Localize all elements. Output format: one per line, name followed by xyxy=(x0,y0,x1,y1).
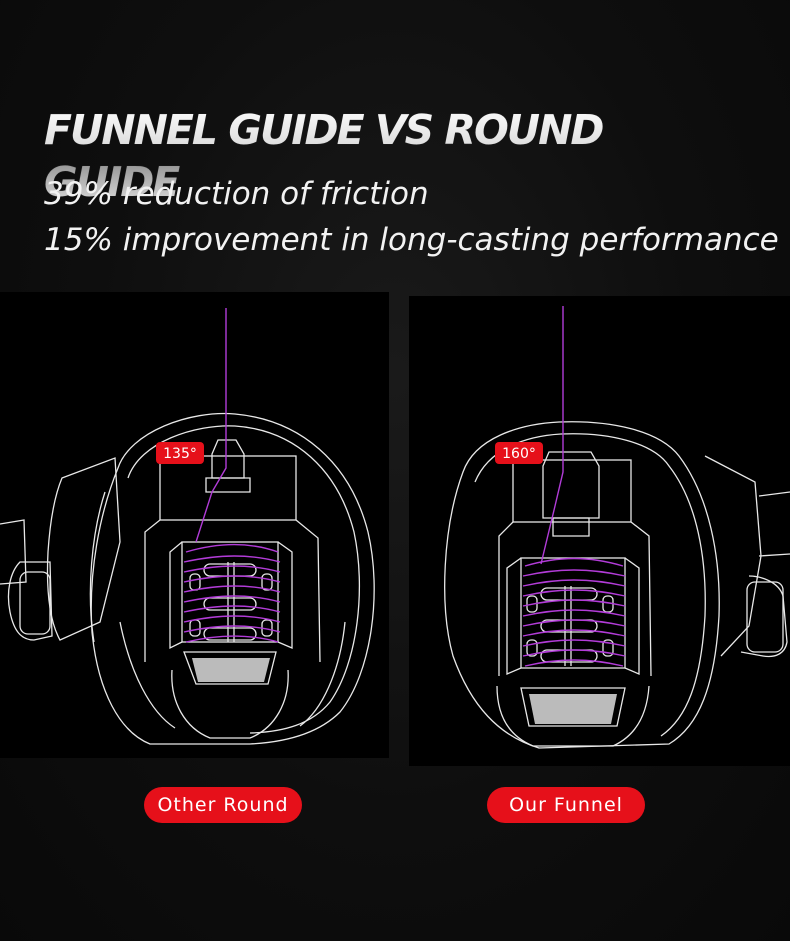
angle-value-round: 135° xyxy=(163,446,197,462)
funnel-guide-illustration: 160° xyxy=(409,296,790,766)
benefit-friction: 39% reduction of friction xyxy=(44,176,429,212)
round-guide-illustration: 135° xyxy=(0,292,389,758)
angle-badge-round xyxy=(156,442,204,464)
headline: FUNNEL GUIDE VS ROUND GUIDE xyxy=(44,104,744,208)
label-our-funnel: Our Funnel xyxy=(487,787,645,823)
angle-badge-funnel xyxy=(495,442,543,464)
angle-value-funnel: 160° xyxy=(502,446,536,462)
label-other-round: Other Round xyxy=(144,787,302,823)
benefit-casting: 15% improvement in long-casting performa… xyxy=(44,222,779,258)
round-guide-reel-drawing: 135° xyxy=(0,308,375,745)
funnel-guide-reel-drawing: 160° xyxy=(444,306,790,749)
